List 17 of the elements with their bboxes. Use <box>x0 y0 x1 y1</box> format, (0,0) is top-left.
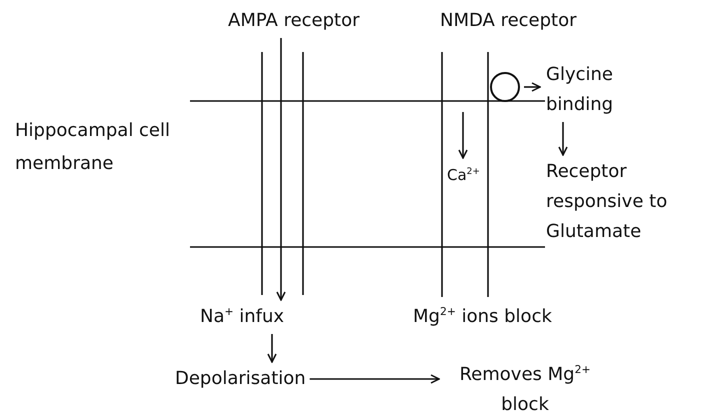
node-label: Receptor responsive to Glutamate <box>546 157 711 247</box>
arrow <box>267 334 277 363</box>
node-label: Ca$^{2+}$ <box>447 160 480 190</box>
node-label: AMPA receptor <box>228 6 360 36</box>
arrow <box>558 122 568 156</box>
node-label: Mg$^{2+}$ ions block <box>413 302 552 332</box>
membrane-label: Hippocampal cell membrane <box>15 119 172 176</box>
node-label: Removes Mg$^{2+}$ block <box>445 360 605 417</box>
node-label: NMDA receptor <box>440 6 577 36</box>
arrow <box>458 112 468 159</box>
node-label: Na$^{+}$ infux <box>200 302 284 332</box>
arrow <box>524 82 541 92</box>
binding-site-circle <box>490 72 520 102</box>
arrow <box>276 38 286 301</box>
arrow <box>310 374 440 384</box>
node-label: Glycine binding <box>546 60 641 120</box>
node-label: Depolarisation <box>175 364 306 394</box>
